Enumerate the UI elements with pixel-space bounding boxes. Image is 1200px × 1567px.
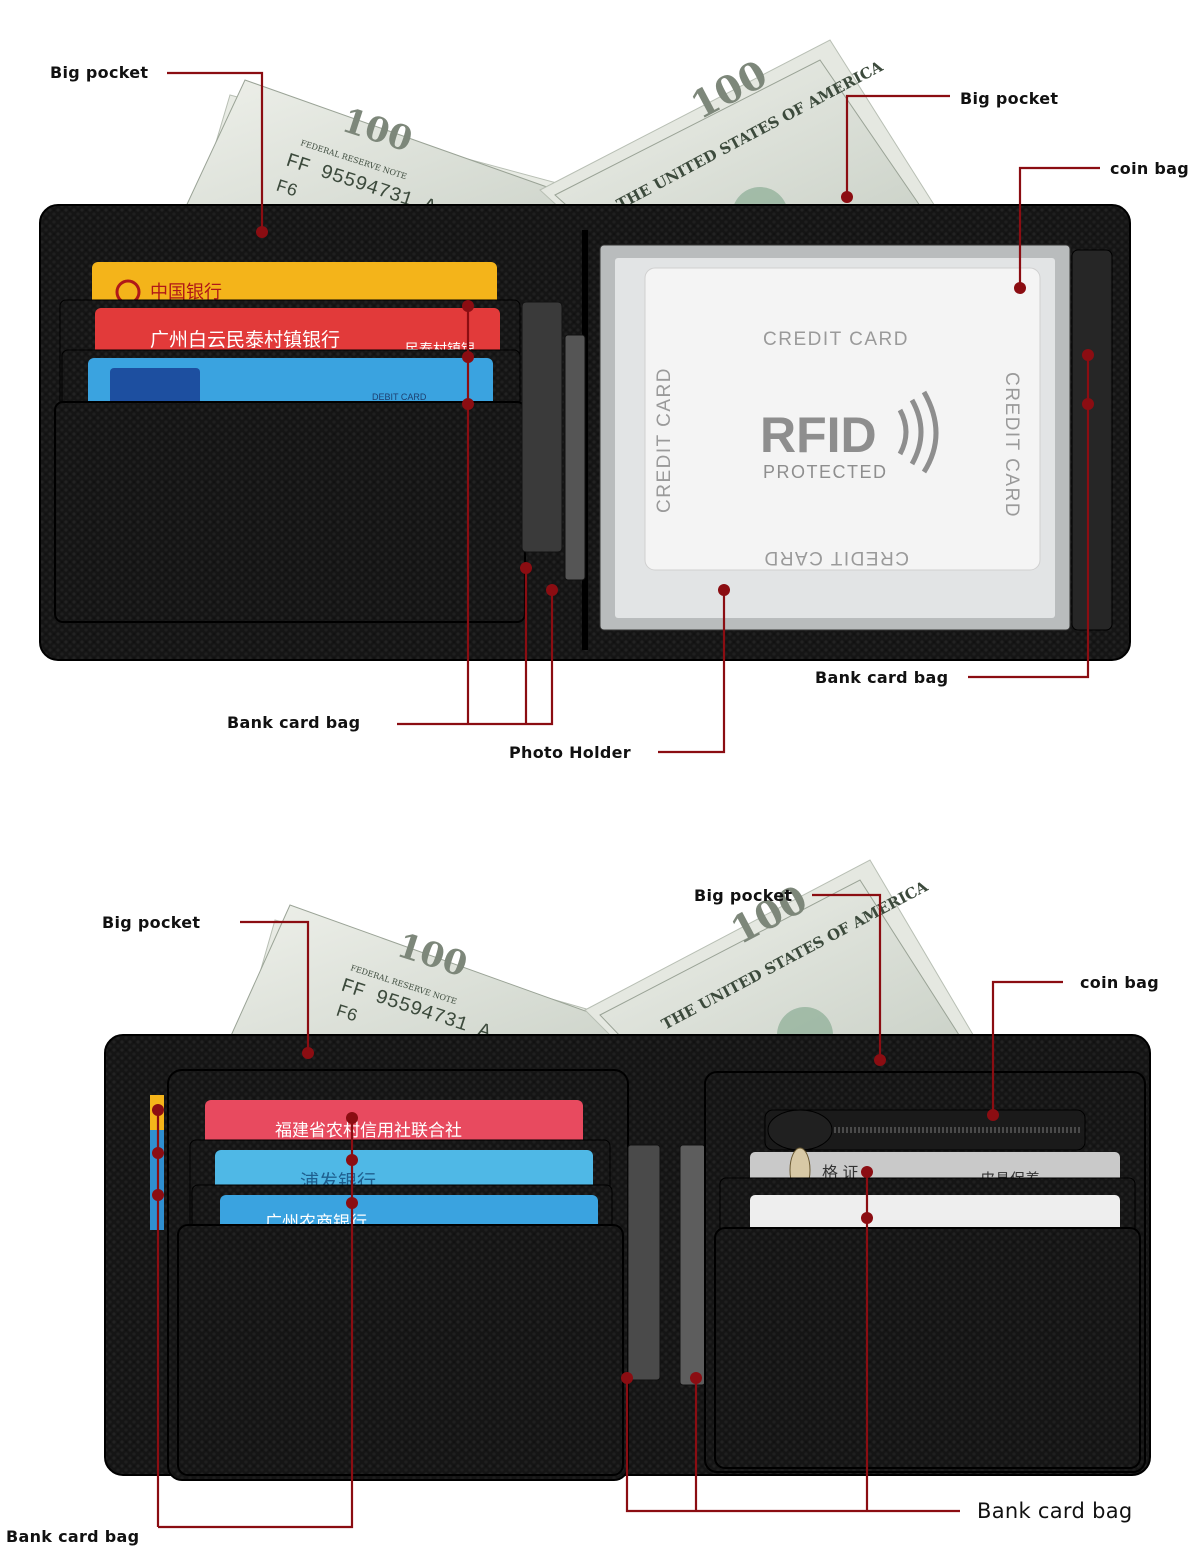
leader-top-bank-card-bag-right (968, 355, 1090, 679)
callout-leader-lines (156, 71, 1100, 1529)
dot (346, 1154, 358, 1166)
bottom-left-pocket (177, 1224, 624, 1476)
dot (621, 1372, 633, 1384)
bottom-wallet: FF 95594731 A F6 FEDERAL RESERVE NOTE 10… (104, 859, 1151, 1481)
callout-coin-bag-top: coin bag (1110, 159, 1190, 178)
rfid-card-top-text: CREDIT CARD (763, 329, 909, 350)
dot (462, 300, 474, 312)
callout-dots (152, 191, 1094, 1384)
top-card-red-label: 广州白云民泰村镇银行 (150, 329, 340, 351)
top-left-card-stack: 中国银行 广州白云民泰村镇银行 民泰村镇银 DEBIT CARD (54, 262, 586, 623)
bottom-right-pocket (714, 1227, 1141, 1469)
leader-top-bank-card-bag-bottom (397, 590, 554, 726)
rfid-waves-icon (897, 390, 939, 474)
dot (546, 584, 558, 596)
top-wallet: FF 95594731 A F6 FEDERAL RESERVE NOTE 10… (39, 39, 1131, 661)
dot (346, 1197, 358, 1209)
dot (690, 1372, 702, 1384)
rfid-card-bottom-text: CREDIT CARD (763, 547, 909, 568)
dot (1082, 398, 1094, 410)
dot (152, 1189, 164, 1201)
dot (987, 1109, 999, 1121)
dot (1014, 282, 1026, 294)
leader-bottom-coin-bag (991, 980, 1063, 1115)
top-card-red (95, 308, 500, 363)
dot (346, 1112, 358, 1124)
callout-big-pocket-top-left: Big pocket (50, 63, 149, 82)
callout-bank-card-bag-top-bottom: Bank card bag (227, 713, 361, 732)
top-coin-bag-slot (1071, 249, 1113, 631)
leader-bottom-bank-card-bag-left (158, 1118, 354, 1529)
callout-bank-card-bag-bottom-left: Bank card bag (6, 1527, 140, 1546)
dot (152, 1147, 164, 1159)
top-left-pocket (54, 401, 526, 623)
rfid-card-right-text: CREDIT CARD (1001, 372, 1022, 518)
leader-bottom-big-pocket-left (240, 920, 310, 1053)
leader-top-big-pocket-left (167, 71, 264, 232)
leader-top-photo-holder (658, 590, 726, 754)
dot (718, 584, 730, 596)
dot (256, 226, 268, 238)
dot (1082, 349, 1094, 361)
callout-coin-bag-bottom: coin bag (1080, 973, 1160, 992)
bottom-banknote-left: FF 95594731 A F6 FEDERAL RESERVE NOTE 10… (219, 904, 682, 1071)
leader-bottom-bank-card-bag-right (625, 1378, 960, 1513)
dot (520, 562, 532, 574)
dot (861, 1166, 873, 1178)
top-rfid-card (644, 267, 1041, 571)
callout-big-pocket-bottom-left: Big pocket (102, 913, 201, 932)
bottom-banknote-right: THE UNITED STATES OF AMERICA 100 (584, 859, 986, 1066)
bottom-left-flap: 福建省农村信用社联合社 浦发银行 广州农商银行 (167, 1069, 629, 1481)
leader-top-coin-bag (1018, 166, 1100, 288)
dot (462, 398, 474, 410)
leader-top-big-pocket-right (845, 94, 950, 197)
dot (302, 1047, 314, 1059)
callout-bank-card-bag-bottom-right: Bank card bag (977, 1499, 1133, 1523)
top-card-yellow-label: 中国银行 (150, 282, 222, 302)
rfid-sub: PROTECTED (763, 462, 888, 482)
leader-bottom-big-pocket-right (812, 893, 882, 1060)
top-card-blue-label: DEBIT CARD (372, 392, 427, 402)
callout-photo-holder: Photo Holder (509, 743, 631, 762)
callout-bank-card-bag-top-right: Bank card bag (815, 668, 949, 687)
rfid-card-left-text: CREDIT CARD (654, 367, 675, 513)
callout-big-pocket-top-right: Big pocket (960, 89, 1059, 108)
bottom-right-flap: 格 证 皮具保养 (704, 1071, 1146, 1473)
dot (462, 351, 474, 363)
dot (841, 191, 853, 203)
bottom-coin-bag-zipper (764, 1109, 1086, 1151)
dot (874, 1054, 886, 1066)
callout-big-pocket-bottom-right: Big pocket (694, 886, 793, 905)
bottom-card-pink-label: 福建省农村信用社联合社 (275, 1121, 462, 1140)
rfid-brand: RFID (760, 407, 877, 463)
dot (152, 1104, 164, 1116)
top-right-panel: CREDIT CARD CREDIT CARD CREDIT CARD CRED… (599, 244, 1113, 631)
dot (861, 1212, 873, 1224)
